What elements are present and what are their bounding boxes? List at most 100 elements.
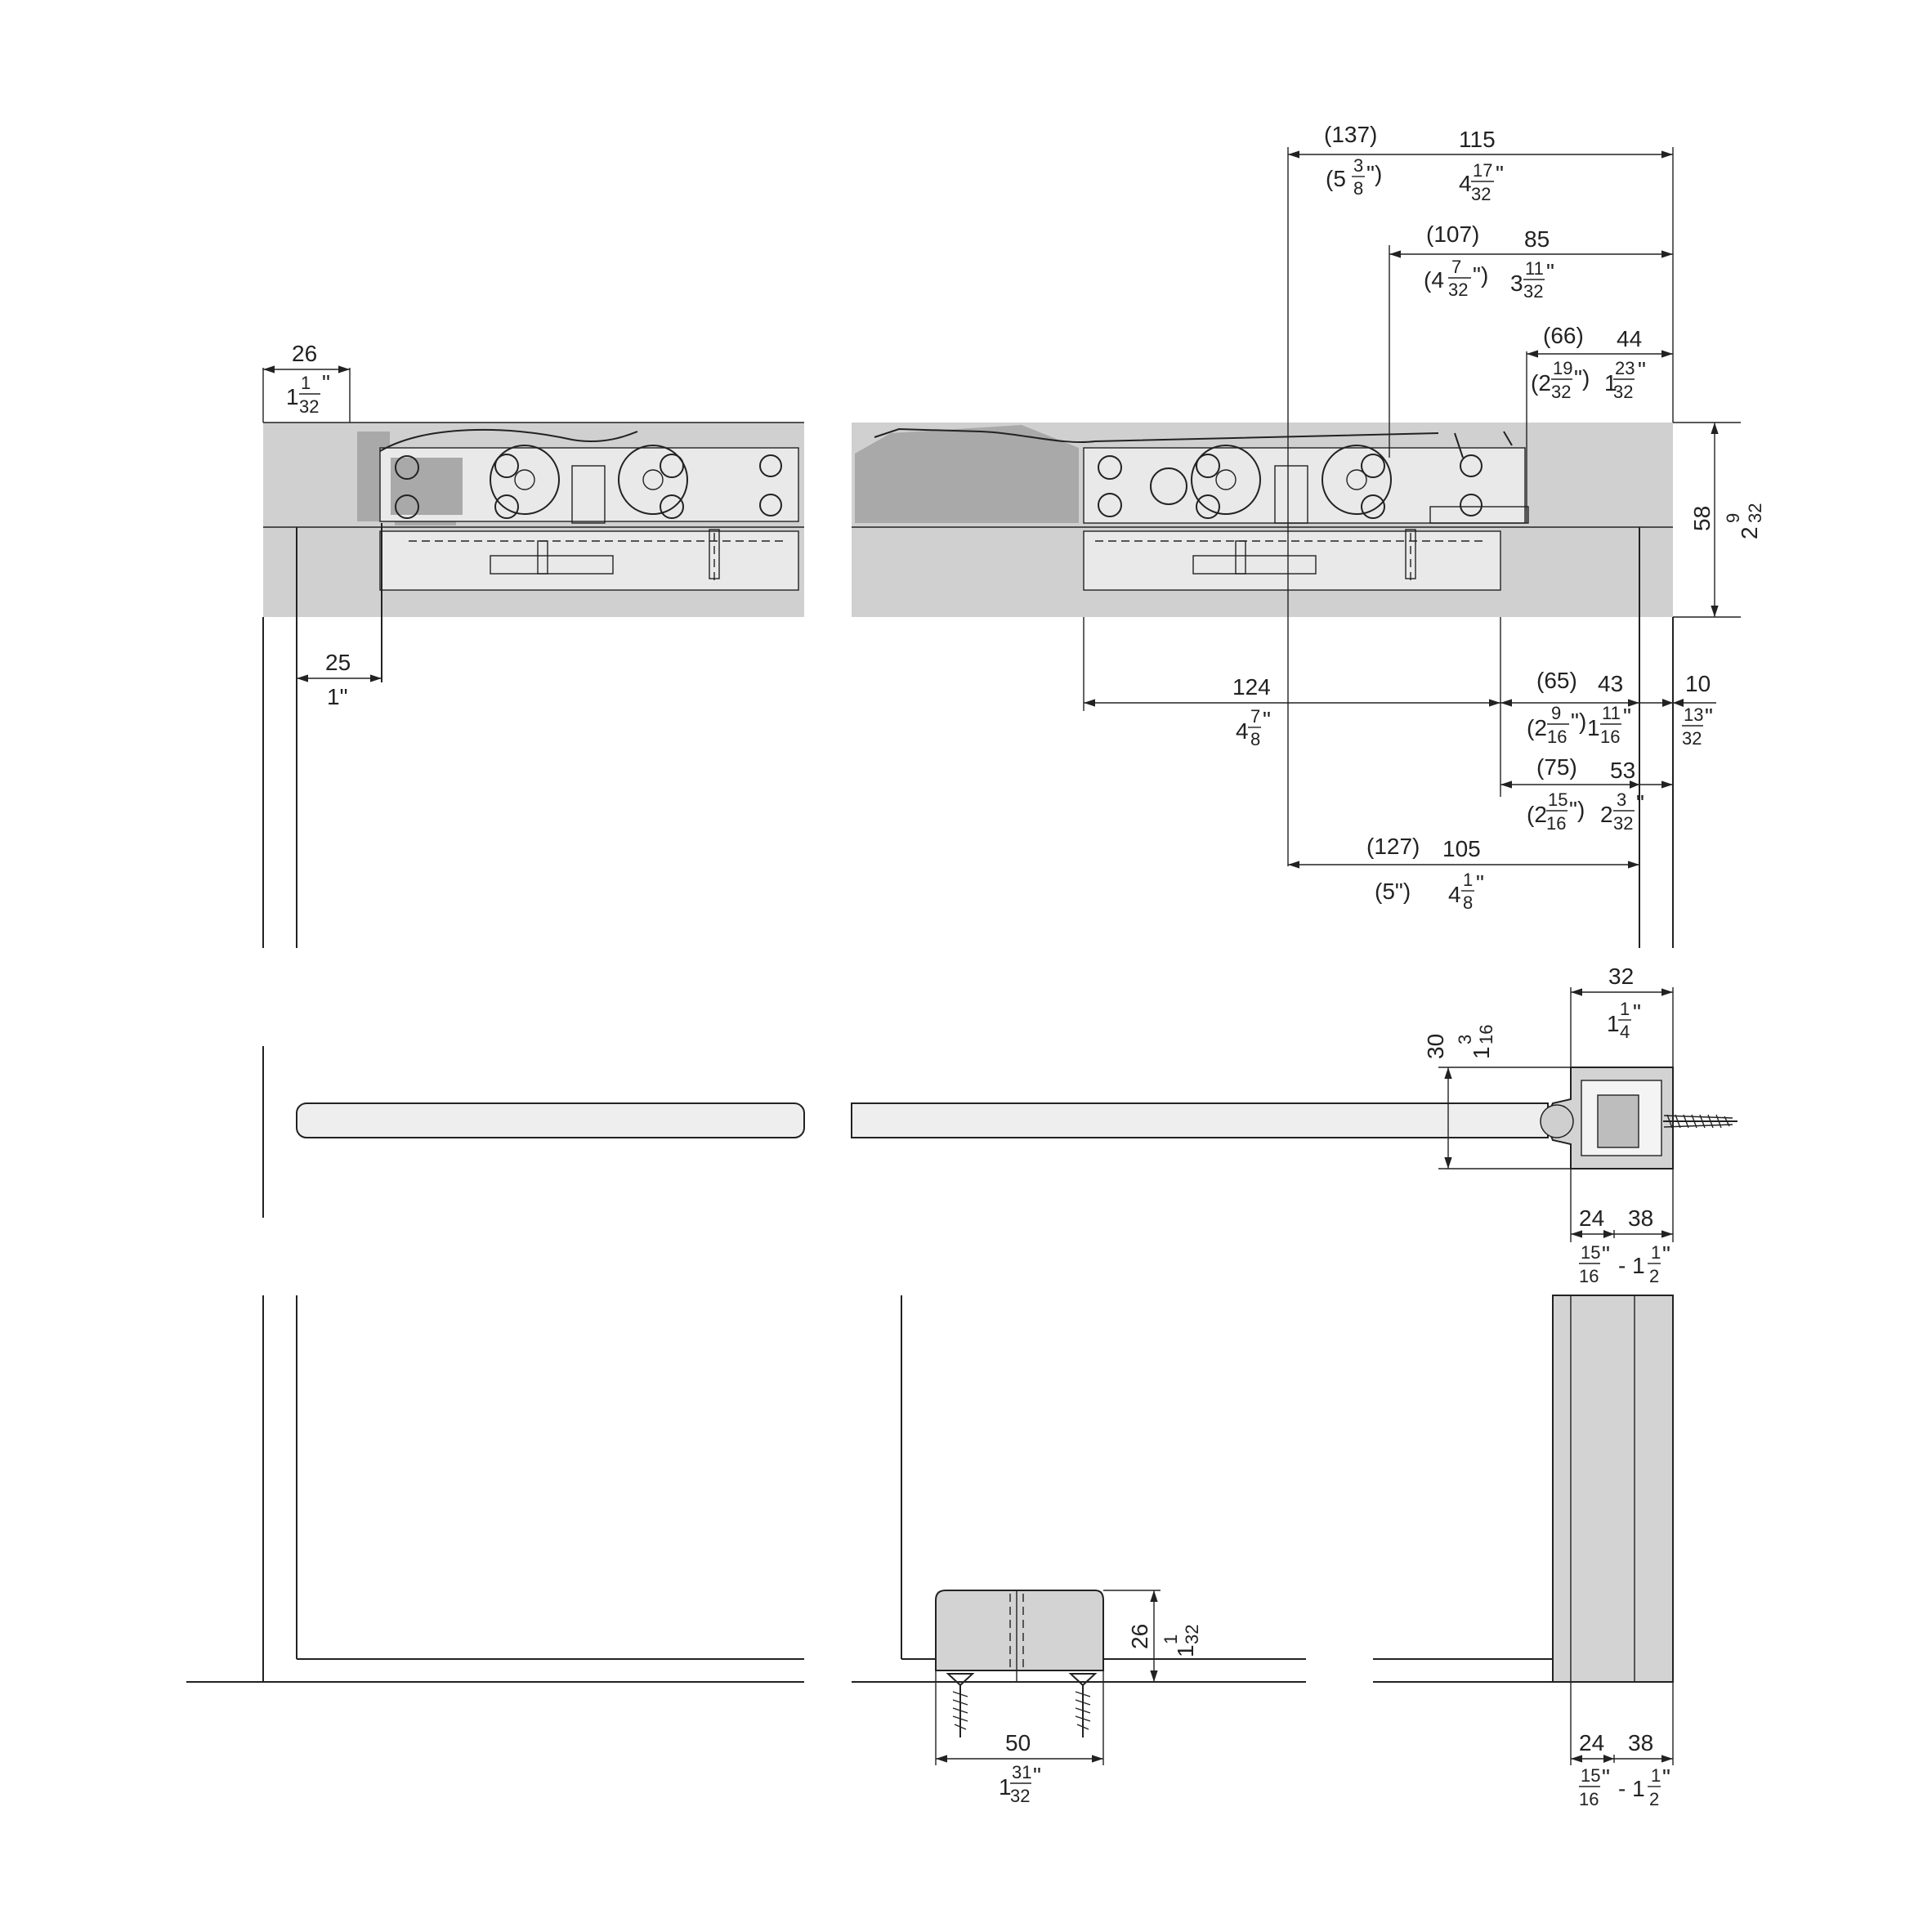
running-gear-left: [357, 428, 799, 591]
svg-text:": ": [1033, 1763, 1041, 1788]
dim-85: 85: [1524, 226, 1550, 252]
svg-text:4: 4: [1236, 718, 1249, 744]
dim-58: 58: [1689, 506, 1715, 531]
svg-text:8: 8: [1250, 729, 1260, 749]
dim-26-inch: 1: [286, 384, 299, 409]
svg-text:": ": [1602, 1764, 1610, 1790]
svg-text:15: 15: [1581, 1765, 1600, 1786]
svg-text:(2: (2: [1531, 370, 1551, 396]
dim-105: 105: [1442, 836, 1481, 861]
svg-text:": ": [1636, 790, 1644, 816]
svg-text:": ": [1633, 1000, 1641, 1025]
dim-38: 38: [1628, 1205, 1653, 1231]
svg-text:"): "): [1366, 161, 1382, 186]
svg-text:"): "): [1473, 262, 1488, 288]
svg-text:11: 11: [1602, 703, 1621, 723]
svg-text:1: 1: [1651, 1242, 1661, 1263]
middle-view-dimensions: 32 1 1 4 " 30 1 3 16 24 38 15 16 " - 1 1…: [1423, 964, 1674, 1286]
svg-text:1: 1: [1161, 1635, 1181, 1644]
dim-137: (137): [1324, 122, 1377, 147]
svg-text:(5: (5: [1326, 166, 1346, 191]
middle-view: [262, 1046, 1737, 1218]
svg-text:31: 31: [1012, 1762, 1031, 1782]
svg-text:9: 9: [1551, 703, 1561, 723]
screw-icon: [1068, 1673, 1098, 1737]
svg-text:3: 3: [1353, 155, 1363, 176]
svg-text:": ": [1705, 704, 1713, 729]
svg-text:": ": [1662, 1764, 1670, 1790]
dim-107: (107): [1426, 221, 1479, 247]
svg-text:2: 2: [1600, 802, 1613, 827]
svg-text:"): "): [1574, 365, 1590, 391]
top-view: [262, 422, 1674, 948]
svg-text:8: 8: [1463, 892, 1473, 913]
svg-text:": ": [1638, 357, 1646, 382]
svg-text:3: 3: [1455, 1035, 1475, 1044]
svg-text:1: 1: [1469, 1046, 1494, 1059]
svg-text:16: 16: [1547, 727, 1567, 747]
dim-26: 26: [292, 341, 317, 366]
svg-text:32: 32: [1682, 728, 1702, 749]
dim-115: 115: [1459, 127, 1496, 152]
dim-65: (65): [1536, 668, 1577, 693]
svg-text:17: 17: [1473, 160, 1492, 181]
svg-text:(2: (2: [1527, 802, 1547, 827]
svg-text:1: 1: [1463, 870, 1473, 890]
dim-75: (75): [1536, 754, 1577, 780]
svg-text:32: 32: [1613, 382, 1633, 402]
svg-text:"): "): [1571, 709, 1586, 734]
svg-text:4: 4: [1459, 171, 1472, 196]
svg-text:32: 32: [1448, 280, 1468, 300]
svg-text:32: 32: [1613, 813, 1633, 834]
svg-text:- 1: - 1: [1618, 1776, 1645, 1801]
svg-text:": ": [1496, 161, 1504, 186]
dim-26-num: 1: [301, 373, 311, 393]
dim-124: 124: [1232, 674, 1271, 700]
svg-text:": ": [1546, 259, 1554, 284]
dim-24-bottom: 24: [1579, 1730, 1604, 1755]
svg-text:32: 32: [1182, 1625, 1202, 1644]
dim-44: 44: [1617, 326, 1642, 351]
svg-text:19: 19: [1553, 358, 1572, 378]
svg-text:": ": [322, 370, 330, 396]
dim-66: (66): [1543, 323, 1584, 348]
svg-text:16: 16: [1579, 1789, 1599, 1809]
dim-30: 30: [1423, 1034, 1448, 1059]
svg-text:2: 2: [1649, 1266, 1659, 1286]
top-view-dimensions: 26 1 1 32 " 25 1" (137) 115 (5 3 8 ") 4 …: [262, 122, 1765, 913]
dim-10: 10: [1685, 671, 1711, 696]
screw-icon: [1663, 1114, 1737, 1129]
svg-text:"): "): [1569, 797, 1585, 822]
door-panel-left: [296, 1102, 805, 1138]
svg-text:(4: (4: [1424, 267, 1444, 293]
svg-text:1: 1: [1604, 370, 1617, 396]
dim-50: 50: [1005, 1730, 1031, 1755]
svg-text:1: 1: [1173, 1644, 1198, 1657]
svg-text:13: 13: [1684, 704, 1703, 725]
svg-text:1: 1: [1651, 1765, 1661, 1786]
profile-elevation: [1552, 1295, 1674, 1683]
svg-text:4: 4: [1620, 1022, 1630, 1042]
svg-text:32: 32: [1471, 184, 1491, 204]
svg-text:16: 16: [1600, 727, 1620, 747]
dim-53: 53: [1610, 758, 1635, 783]
svg-text:2: 2: [1737, 526, 1762, 539]
bottom-view-dimensions: 26 1 1 32 50 1 31 32 " 24 38 15 16 " - 1…: [935, 1590, 1674, 1809]
dim-25-inch: 1": [327, 684, 348, 709]
dim-43: 43: [1598, 671, 1623, 696]
door-panel-right: [851, 1102, 1549, 1138]
svg-text:9: 9: [1723, 513, 1743, 523]
svg-text:3: 3: [1617, 789, 1626, 810]
dim-32: 32: [1608, 964, 1634, 989]
dim-26-vertical: 26: [1127, 1624, 1152, 1649]
svg-text:": ": [1662, 1241, 1670, 1267]
dim-24: 24: [1579, 1205, 1604, 1231]
svg-text:": ": [1602, 1241, 1610, 1267]
svg-text:1: 1: [999, 1774, 1012, 1800]
dim-25: 25: [325, 650, 351, 675]
screw-icon: [946, 1673, 975, 1737]
dim-26-den: 32: [299, 396, 319, 417]
svg-text:2: 2: [1649, 1789, 1659, 1809]
bottom-view: [186, 1295, 1674, 1737]
